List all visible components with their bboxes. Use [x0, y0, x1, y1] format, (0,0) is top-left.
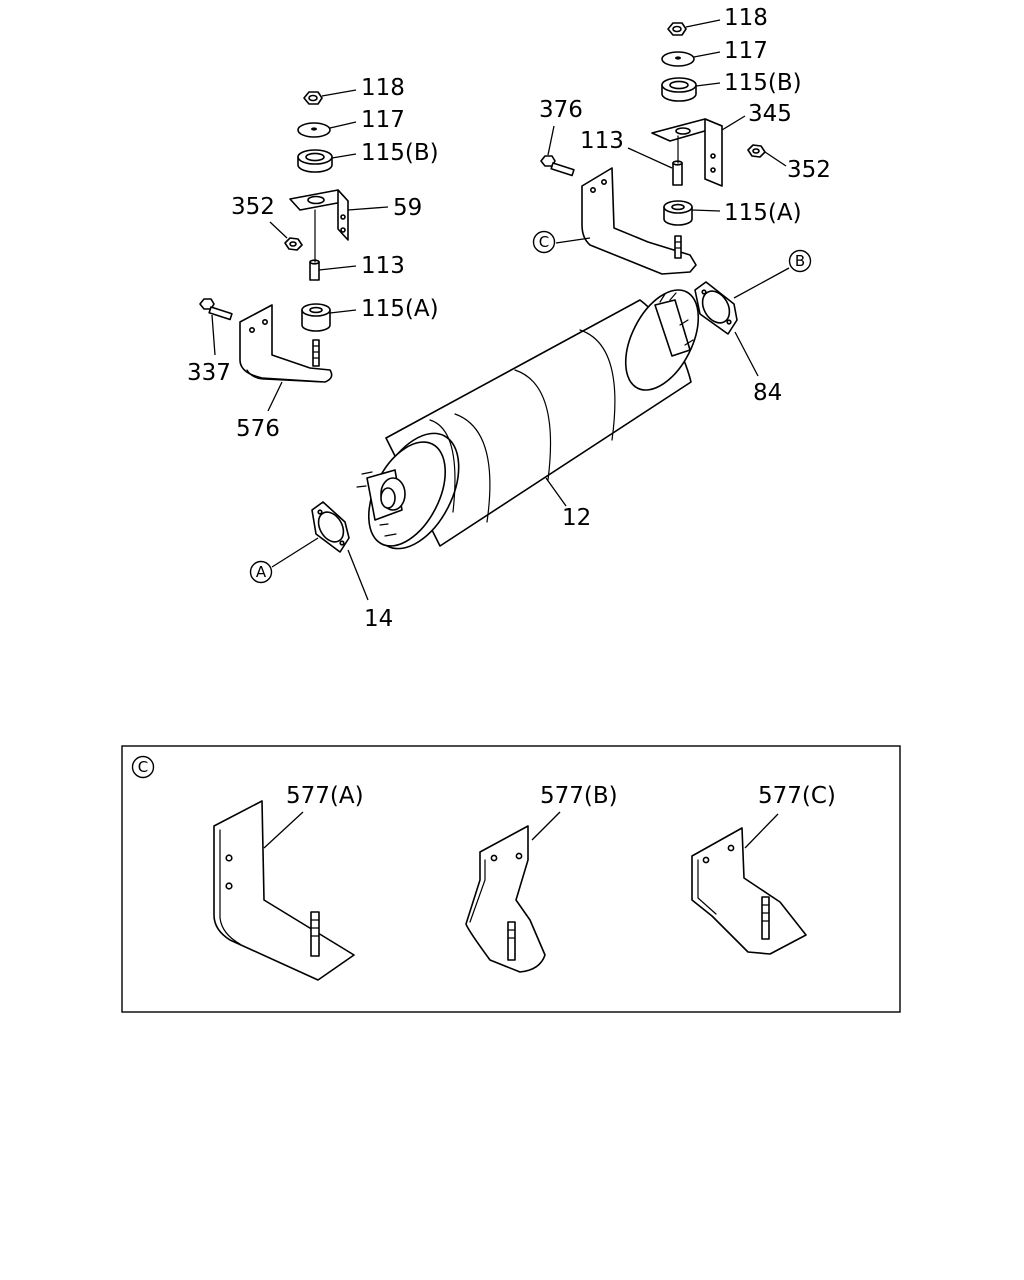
callout-577c: 577(C) [758, 783, 836, 809]
callout-345: 345 [748, 101, 792, 127]
washer-117-right [661, 51, 695, 67]
marker-b-letter: B [795, 252, 805, 270]
callout-577a: 577(A) [286, 783, 364, 809]
callout-352-left: 352 [231, 194, 275, 220]
callout-115b-right: 115(B) [724, 70, 802, 96]
inset-c-box: C 577(A) 577(B) [121, 745, 901, 1013]
right-mount-assembly [540, 19, 787, 275]
marker-c-letter: C [539, 233, 549, 251]
left-mount-assembly [199, 89, 389, 412]
gasket-84 [694, 281, 738, 335]
nut-118-right [667, 22, 687, 36]
callout-337: 337 [187, 360, 231, 386]
callout-labels: 118 117 115(B) 352 59 113 115(A) 337 576… [187, 5, 831, 632]
muffler-12 [356, 289, 700, 550]
nut-118-left [303, 91, 323, 105]
bracket-c-right [581, 167, 697, 275]
bracket-576 [239, 304, 333, 383]
inset-marker-letter: C [138, 758, 148, 776]
bracket-577c [691, 827, 807, 955]
callout-376: 376 [539, 97, 583, 123]
marker-a: A [249, 560, 273, 584]
callout-59: 59 [393, 195, 422, 221]
bracket-577a [213, 800, 355, 981]
callout-113-left: 113 [361, 253, 405, 279]
nut-352-left [284, 237, 303, 251]
callout-115b-left: 115(B) [361, 140, 439, 166]
callout-115a-right: 115(A) [724, 200, 802, 226]
marker-b: B [788, 249, 812, 273]
rubber-115a-left [301, 303, 331, 332]
nut-352-right [747, 144, 766, 158]
collar-113-right [672, 160, 683, 186]
callout-12: 12 [562, 505, 591, 531]
callout-115a-left: 115(A) [361, 296, 439, 322]
rubber-115b-right [661, 77, 697, 102]
callout-113-right: 113 [580, 128, 624, 154]
gasket-14 [311, 501, 350, 553]
rubber-115a-right [663, 200, 693, 226]
marker-c: C [532, 230, 556, 254]
rubber-115b-left [297, 149, 333, 173]
callout-576: 576 [236, 416, 280, 442]
callout-84: 84 [753, 380, 782, 406]
callout-14: 14 [364, 606, 393, 632]
callout-117-left: 117 [361, 107, 405, 133]
washer-117-left [297, 122, 331, 138]
callout-352-right: 352 [787, 157, 831, 183]
callout-577b: 577(B) [540, 783, 618, 809]
callout-118-right: 118 [724, 5, 768, 31]
marker-a-letter: A [256, 563, 267, 581]
bracket-577b [465, 825, 546, 973]
bracket-59 [289, 189, 349, 241]
collar-113-left [309, 259, 320, 281]
callout-117-right: 117 [724, 38, 768, 64]
bolt-337 [199, 298, 233, 321]
bracket-345 [651, 118, 723, 187]
callout-118-left: 118 [361, 75, 405, 101]
bolt-376 [540, 155, 575, 177]
